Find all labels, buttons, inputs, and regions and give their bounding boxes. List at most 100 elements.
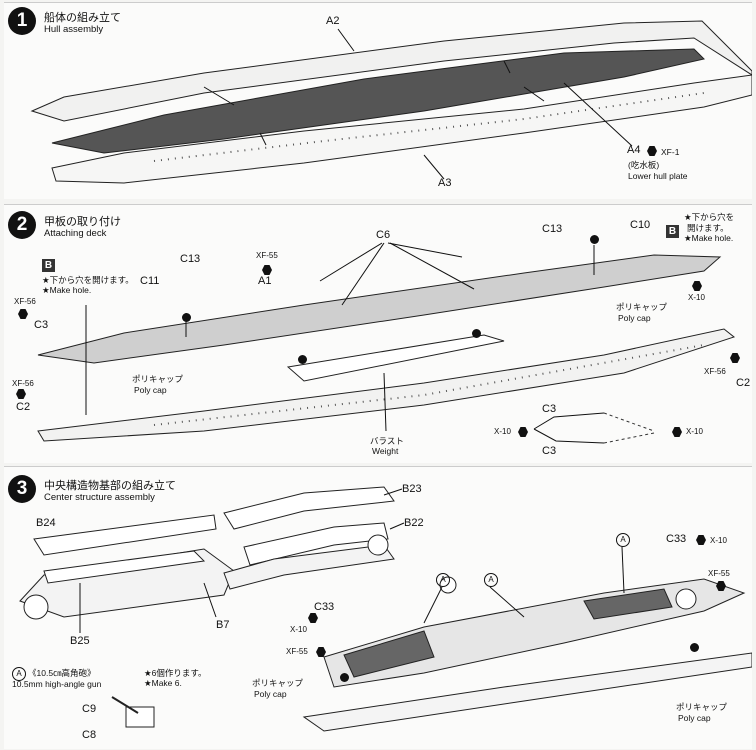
gun-jp: 《10.5㎝高角砲》 bbox=[28, 668, 96, 678]
make-hole-en: ★Make hole. bbox=[684, 233, 734, 243]
hull-part-a4 bbox=[51, 48, 705, 154]
paint-hex-icon bbox=[316, 647, 326, 657]
poly-cap-icon bbox=[298, 355, 307, 364]
polycap-jp: ポリキャップ bbox=[132, 374, 184, 384]
label-xf55: XF-55 bbox=[286, 647, 308, 656]
make-hole-en: ★Make hole. bbox=[42, 285, 92, 295]
label-xf56: XF-56 bbox=[704, 367, 726, 376]
paint-hex-icon bbox=[696, 535, 706, 545]
polycap-en: Poly cap bbox=[134, 385, 167, 395]
leader-line bbox=[383, 488, 403, 496]
poly-cap-icon bbox=[472, 329, 481, 338]
leader-line bbox=[423, 586, 443, 624]
weight-jp: バラスト bbox=[370, 436, 404, 446]
leader-line bbox=[341, 242, 385, 306]
label-x10: X-10 bbox=[688, 293, 705, 302]
mark-a-circle: A bbox=[484, 573, 498, 587]
weight-plate bbox=[286, 334, 505, 382]
step-title-jp: 甲板の取り付け bbox=[44, 215, 121, 228]
leader-line bbox=[387, 242, 463, 258]
label-x10: X-10 bbox=[686, 427, 703, 436]
label-c6: C6 bbox=[376, 229, 391, 241]
step-number: 1 bbox=[8, 7, 36, 35]
arrow-line bbox=[503, 60, 511, 74]
mark-b-badge: B bbox=[666, 225, 679, 238]
leader-line bbox=[563, 82, 633, 147]
paint-hex-icon bbox=[647, 146, 657, 156]
mark-b-badge: B bbox=[42, 259, 55, 272]
arrow-line bbox=[203, 86, 235, 106]
polycap-en: Poly cap bbox=[254, 689, 287, 699]
label-c10: C10 bbox=[630, 219, 651, 231]
polycap-en: Poly cap bbox=[678, 713, 711, 723]
label-xf55: XF-55 bbox=[708, 569, 730, 578]
label-b22: B22 bbox=[404, 517, 424, 529]
deck-part-a1 bbox=[37, 254, 722, 364]
deck-drawing bbox=[37, 242, 736, 444]
label-c33: C33 bbox=[314, 601, 335, 613]
leader-line bbox=[389, 242, 475, 290]
make-hole-jp3: 開けます。 bbox=[687, 223, 729, 233]
mark-a-circle: A bbox=[436, 573, 450, 587]
label-x10: X-10 bbox=[494, 427, 511, 436]
make-hole-jp2: ★下から穴を bbox=[684, 212, 735, 222]
chain-line bbox=[603, 412, 655, 444]
label-c33: C33 bbox=[666, 533, 687, 545]
label-b24: B24 bbox=[36, 517, 56, 529]
leader-line bbox=[389, 522, 405, 530]
label-xf55: XF-55 bbox=[256, 251, 278, 260]
label-a4: A4 bbox=[627, 144, 641, 156]
leader-line bbox=[383, 372, 387, 432]
poly-cap-icon bbox=[340, 673, 349, 682]
label-x10: X-10 bbox=[710, 536, 727, 545]
part-b25 bbox=[43, 550, 206, 584]
label-c11: C11 bbox=[140, 275, 160, 287]
arrow-line bbox=[523, 86, 545, 102]
turret-base bbox=[23, 594, 49, 620]
polycap-jp: ポリキャップ bbox=[676, 702, 728, 712]
step-1-panel: 1 船体の組み立て Hull assembly A2 A3 A4 XF-1 (吃… bbox=[4, 2, 752, 199]
center-structure-drawing bbox=[19, 486, 752, 732]
part-c8 bbox=[125, 706, 155, 728]
step-number: 3 bbox=[8, 475, 36, 503]
label-x10: X-10 bbox=[290, 625, 307, 634]
step-number: 2 bbox=[8, 211, 36, 239]
label-c13: C13 bbox=[542, 223, 563, 235]
turret-base bbox=[367, 534, 389, 556]
part-b24 bbox=[33, 514, 217, 556]
arrow-line bbox=[259, 132, 267, 146]
step-title-en: Center structure assembly bbox=[44, 492, 155, 503]
polycap-jp: ポリキャップ bbox=[616, 302, 668, 312]
weight-en: Weight bbox=[372, 446, 399, 456]
label-lower-en: Lower hull plate bbox=[628, 171, 688, 181]
label-a2: A2 bbox=[326, 15, 340, 27]
paint-hex-icon bbox=[308, 613, 318, 623]
make6-en: ★Make 6. bbox=[144, 678, 182, 688]
label-a1: A1 bbox=[258, 275, 272, 287]
part-c9 bbox=[111, 696, 139, 714]
paint-hex-icon bbox=[672, 427, 682, 437]
label-c3: C3 bbox=[542, 445, 557, 457]
label-c2: C2 bbox=[16, 401, 31, 413]
part-c13-icon bbox=[590, 235, 599, 244]
label-c3: C3 bbox=[34, 319, 49, 331]
label-a3: A3 bbox=[438, 177, 452, 189]
leader-line bbox=[319, 242, 383, 282]
mark-a-circle: A bbox=[616, 533, 630, 547]
hull-assembly bbox=[37, 328, 736, 442]
label-b7: B7 bbox=[216, 619, 230, 631]
label-c9: C9 bbox=[82, 703, 97, 715]
part-b23 bbox=[223, 486, 395, 530]
paint-hex-icon bbox=[262, 265, 272, 275]
part-c13-icon bbox=[182, 313, 191, 322]
leader-line bbox=[337, 28, 355, 52]
polycap-jp: ポリキャップ bbox=[252, 678, 304, 688]
leader-line bbox=[489, 586, 525, 618]
leader-line bbox=[423, 154, 445, 180]
label-lower-jp: (吃水板) bbox=[628, 160, 660, 170]
leader-line bbox=[621, 546, 625, 594]
hull-part-a3 bbox=[51, 74, 752, 184]
part-b22 bbox=[243, 522, 389, 566]
label-b23: B23 bbox=[402, 483, 422, 495]
label-c8: C8 bbox=[82, 729, 97, 741]
